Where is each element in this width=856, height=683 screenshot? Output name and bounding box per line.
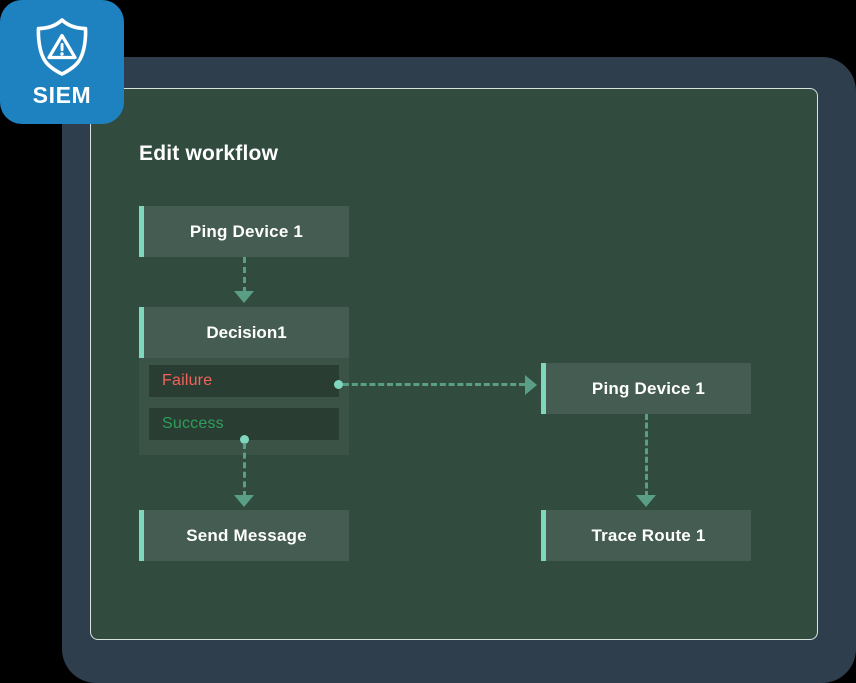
- node-accent-bar: [541, 363, 546, 414]
- workflow-node-decision-1[interactable]: Decision1 Failure Success: [139, 307, 349, 455]
- connector-success-to-send-message: [243, 443, 246, 497]
- node-accent-bar: [139, 510, 144, 561]
- decision-branch-failure[interactable]: Failure: [149, 365, 339, 397]
- workflow-node-ping-device-1[interactable]: Ping Device 1: [139, 206, 349, 257]
- workflow-node-trace-route-1[interactable]: Trace Route 1: [541, 510, 751, 561]
- workflow-node-label: Trace Route 1: [591, 525, 706, 545]
- connector-failure-to-ping2: [343, 383, 525, 386]
- branch-label: Failure: [162, 372, 213, 389]
- connector-arrow-right-icon: [525, 375, 537, 395]
- connector-arrow-down-icon: [234, 495, 254, 507]
- connector-ping2-to-trace-route: [645, 414, 648, 497]
- workflow-node-send-message[interactable]: Send Message: [139, 510, 349, 561]
- workflow-node-label: Ping Device 1: [591, 378, 706, 398]
- branch-label: Success: [162, 415, 224, 432]
- siem-badge: SIEM: [0, 0, 124, 124]
- connector-ping1-to-decision: [243, 257, 246, 293]
- connector-arrow-down-icon: [636, 495, 656, 507]
- workflow-node-label: Send Message: [186, 525, 307, 545]
- workflow-node-label: Ping Device 1: [189, 221, 304, 241]
- node-accent-bar: [139, 307, 144, 358]
- workflow-node-ping-device-1-right[interactable]: Ping Device 1: [541, 363, 751, 414]
- shield-warning-icon: [33, 17, 91, 77]
- node-accent-bar: [541, 510, 546, 561]
- workflow-node-label: Decision1: [206, 322, 287, 342]
- decision-header[interactable]: Decision1: [139, 307, 349, 358]
- siem-badge-label: SIEM: [32, 82, 92, 108]
- node-accent-bar: [139, 206, 144, 257]
- page-title: Edit workflow: [139, 142, 279, 165]
- decision-branch-success[interactable]: Success: [149, 408, 339, 440]
- workflow-editor-panel: Edit workflow Ping Device 1 Decision1 Fa…: [90, 88, 818, 640]
- connector-arrow-down-icon: [234, 291, 254, 303]
- decision-branch-list: Failure Success: [139, 358, 349, 449]
- connector-dot-success[interactable]: [240, 435, 249, 444]
- connector-dot-failure[interactable]: [334, 380, 343, 389]
